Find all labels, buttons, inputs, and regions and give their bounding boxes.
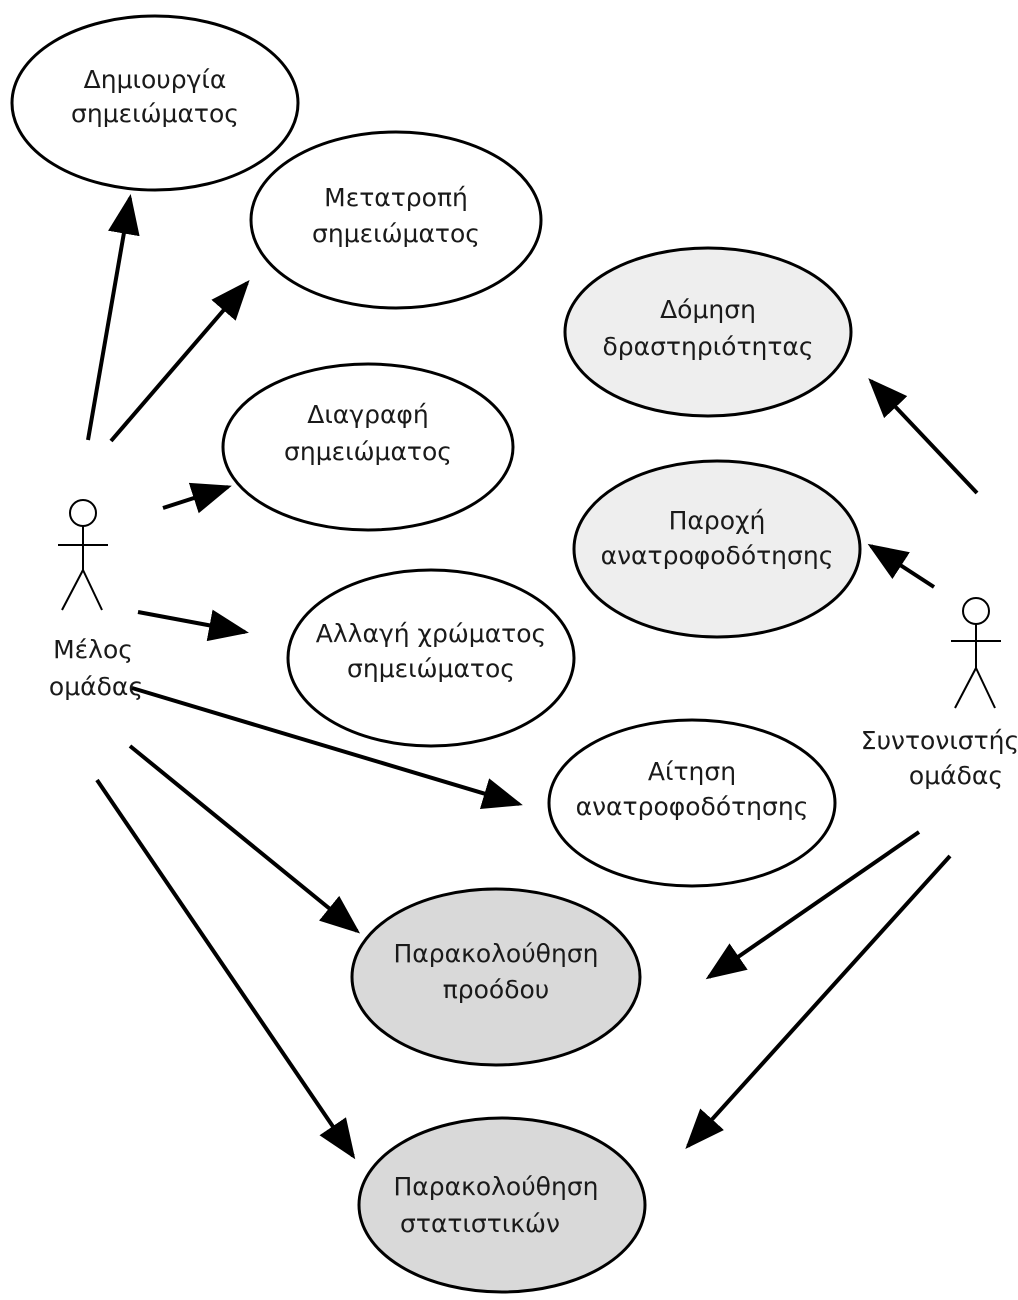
use-case-label: ανατροφοδότησης (576, 792, 809, 821)
association-arrow (868, 378, 979, 495)
use-case-label: Δόμηση (660, 295, 756, 324)
use-case-label: Δημιουργία (84, 65, 227, 94)
use-case-provide-feedback: Παροχή ανατροφοδότησης (572, 459, 862, 639)
associations-team-coordinator (685, 378, 979, 1149)
use-case-label: ανατροφοδότησης (601, 541, 834, 570)
use-case-structure-activity: Δόμηση δραστηριότητας (563, 246, 853, 418)
actor-label: Συντονιστής (861, 726, 1018, 755)
association-arrow (685, 854, 952, 1149)
use-case-delete-note: Διαγραφή σημειώματος (221, 362, 515, 532)
actor-label: Μέλος (53, 635, 133, 664)
association-arrow (95, 778, 356, 1160)
use-case-label: Αλλαγή χρώματος (316, 619, 546, 648)
use-case-label: δραστηριότητας (602, 332, 813, 361)
use-case-change-note-color: Αλλαγή χρώματος σημειώματος (286, 568, 576, 748)
use-case-label: Αίτηση (648, 757, 736, 786)
use-case-label: Παρακολούθηση (393, 1172, 598, 1201)
use-case-label: στατιστικών (400, 1209, 560, 1238)
actor-label: ομάδας (49, 672, 143, 701)
use-case-label: προόδου (443, 975, 550, 1004)
associations-team-member (86, 194, 523, 1160)
association-arrow (128, 744, 361, 934)
use-case-label: Παρακολούθηση (393, 939, 598, 968)
use-case-create-note: Δημιουργία σημειώματος (10, 14, 300, 192)
use-case-label: σημειώματος (71, 99, 239, 128)
association-arrow (109, 279, 250, 443)
actor-label: ομάδας (909, 761, 1003, 790)
association-arrow (867, 543, 936, 589)
use-case-label: σημειώματος (312, 219, 480, 248)
use-case-label: σημειώματος (347, 654, 515, 683)
actor-team-coordinator: Συντονιστής ομάδας (861, 597, 1018, 790)
stick-figure-icon (58, 499, 108, 611)
use-case-label: Διαγραφή (307, 400, 429, 429)
use-case-label: Μετατροπή (324, 183, 468, 212)
association-arrow (137, 609, 249, 642)
association-arrow (86, 194, 140, 441)
use-case-modify-note: Μετατροπή σημειώματος (249, 130, 543, 310)
use-case-monitor-statistics: Παρακολούθηση στατιστικών (357, 1116, 647, 1294)
use-case-label: Παροχή (669, 506, 766, 535)
actor-team-member: Μέλος ομάδας (49, 499, 143, 701)
association-arrow (131, 686, 523, 809)
association-arrow (705, 830, 921, 980)
use-case-monitor-progress: Παρακολούθηση προόδου (350, 887, 642, 1067)
use-case-label: σημειώματος (284, 437, 452, 466)
use-case-request-feedback: Αίτηση ανατροφοδότησης (547, 718, 837, 888)
association-arrow (162, 482, 232, 514)
stick-figure-icon (951, 597, 1001, 709)
